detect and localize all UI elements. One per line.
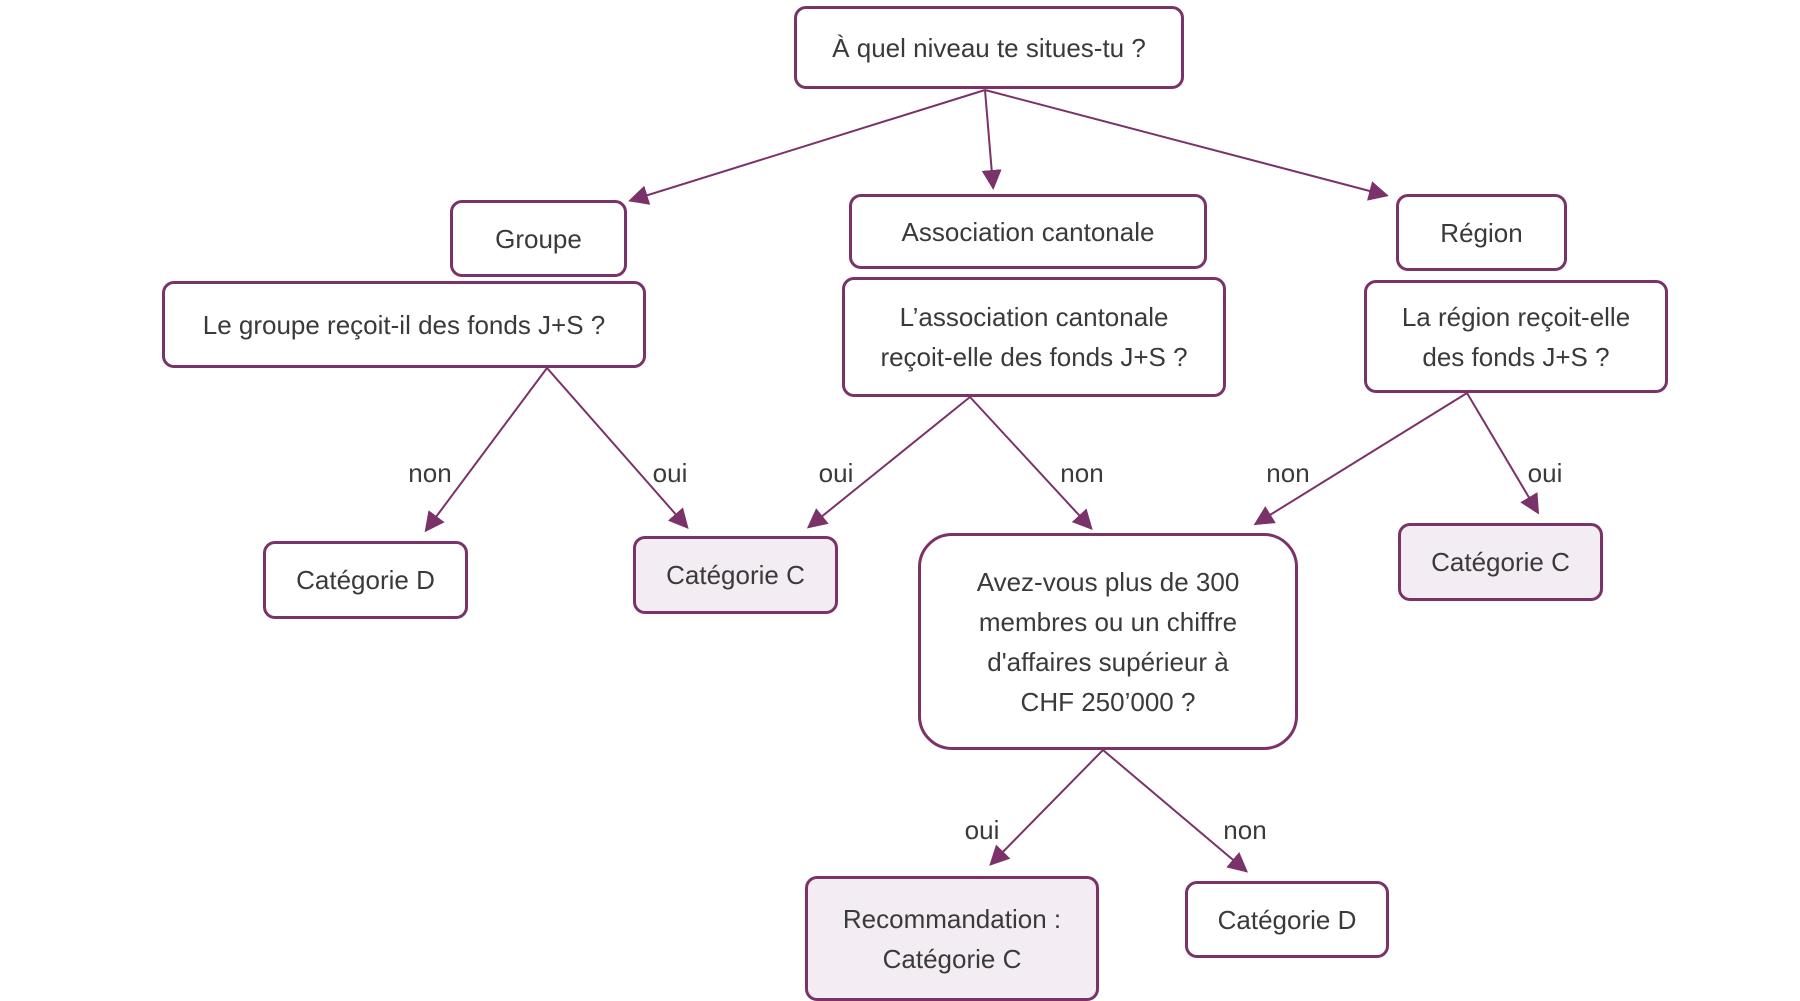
arrow-region-non (1253, 392, 1468, 526)
groupe-oui-result-text: Catégorie C (666, 560, 805, 590)
members-question-node: Avez-vous plus de 300 membres ou un chif… (918, 533, 1298, 750)
members-oui-result-node: Recommandation : Catégorie C (805, 876, 1099, 1001)
edge-label-groupe-non: non (408, 458, 452, 488)
region-node: Région (1396, 194, 1567, 271)
root-question-text: À quel niveau te situes-tu ? (832, 32, 1146, 63)
edge-label-association-non: non (1060, 458, 1104, 488)
members-non-result-text: Catégorie D (1217, 904, 1357, 935)
groupe-non-result-node: Catégorie D (263, 541, 468, 619)
arrow-association-oui (806, 396, 971, 529)
groupe-text: Groupe (495, 223, 582, 254)
members-question-line-3: d'affaires supérieur à (987, 646, 1229, 677)
root-question-node: À quel niveau te situes-tu ? (794, 6, 1184, 89)
association-question-node: L’association cantonale reçoit-elle des … (842, 277, 1226, 397)
edge-label-groupe-oui: oui (652, 458, 688, 488)
association-text: Association cantonale (901, 216, 1155, 247)
members-oui-result-text: Recommandation : Catégorie C (843, 899, 1061, 979)
association-question-line-2: reçoit-elle des fonds J+S ? (880, 342, 1188, 372)
arrow-region-oui (1466, 392, 1540, 515)
members-oui-result-line-2: Catégorie C (882, 943, 1022, 974)
arrow-groupe-oui (546, 367, 689, 530)
arrow-root-to-region (984, 89, 1389, 201)
edge-label-members-oui: oui (964, 815, 1000, 845)
region-question-line-2: des fonds J+S ? (1422, 341, 1610, 372)
region-oui-result-node: Catégorie C (1398, 523, 1603, 601)
edge-label-association-oui: oui (818, 458, 854, 488)
groupe-question-text: Le groupe reçoit-il des fonds J+S ? (202, 309, 606, 340)
region-question-text: La région reçoit-elle des fonds J+S ? (1402, 297, 1630, 377)
arrow-members-oui (989, 749, 1104, 866)
groupe-node: Groupe (450, 200, 627, 277)
members-non-result-node: Catégorie D (1185, 881, 1389, 958)
association-question-text: L’association cantonale reçoit-elle des … (880, 297, 1187, 377)
members-question-line-2: membres ou un chiffre (978, 606, 1238, 637)
arrow-root-to-association (981, 89, 1002, 190)
members-oui-result-line-1: Recommandation : (842, 903, 1062, 934)
arrow-members-non (1102, 749, 1249, 873)
members-question-line-1: Avez-vous plus de 300 (976, 566, 1240, 597)
members-question-text: Avez-vous plus de 300 membres ou un chif… (977, 562, 1240, 722)
region-text: Région (1440, 217, 1523, 248)
association-question-line-1: L’association cantonale (899, 302, 1169, 332)
edge-label-region-oui: oui (1527, 458, 1563, 488)
members-question-line-4: CHF 250’000 ? (1020, 686, 1196, 717)
groupe-oui-result-node: Catégorie C (633, 536, 838, 614)
region-oui-result-text: Catégorie C (1431, 547, 1570, 577)
groupe-non-result-text: Catégorie D (296, 565, 435, 595)
arrow-groupe-non (424, 367, 548, 533)
edge-label-members-non: non (1223, 815, 1267, 845)
region-question-node: La région reçoit-elle des fonds J+S ? (1364, 280, 1668, 393)
groupe-question-node: Le groupe reçoit-il des fonds J+S ? (162, 281, 646, 368)
region-question-line-1: La région reçoit-elle (1401, 301, 1631, 332)
arrow-root-to-groupe (628, 89, 986, 205)
edge-label-region-non: non (1266, 458, 1310, 488)
association-node: Association cantonale (849, 194, 1207, 269)
arrow-association-non (969, 396, 1093, 530)
